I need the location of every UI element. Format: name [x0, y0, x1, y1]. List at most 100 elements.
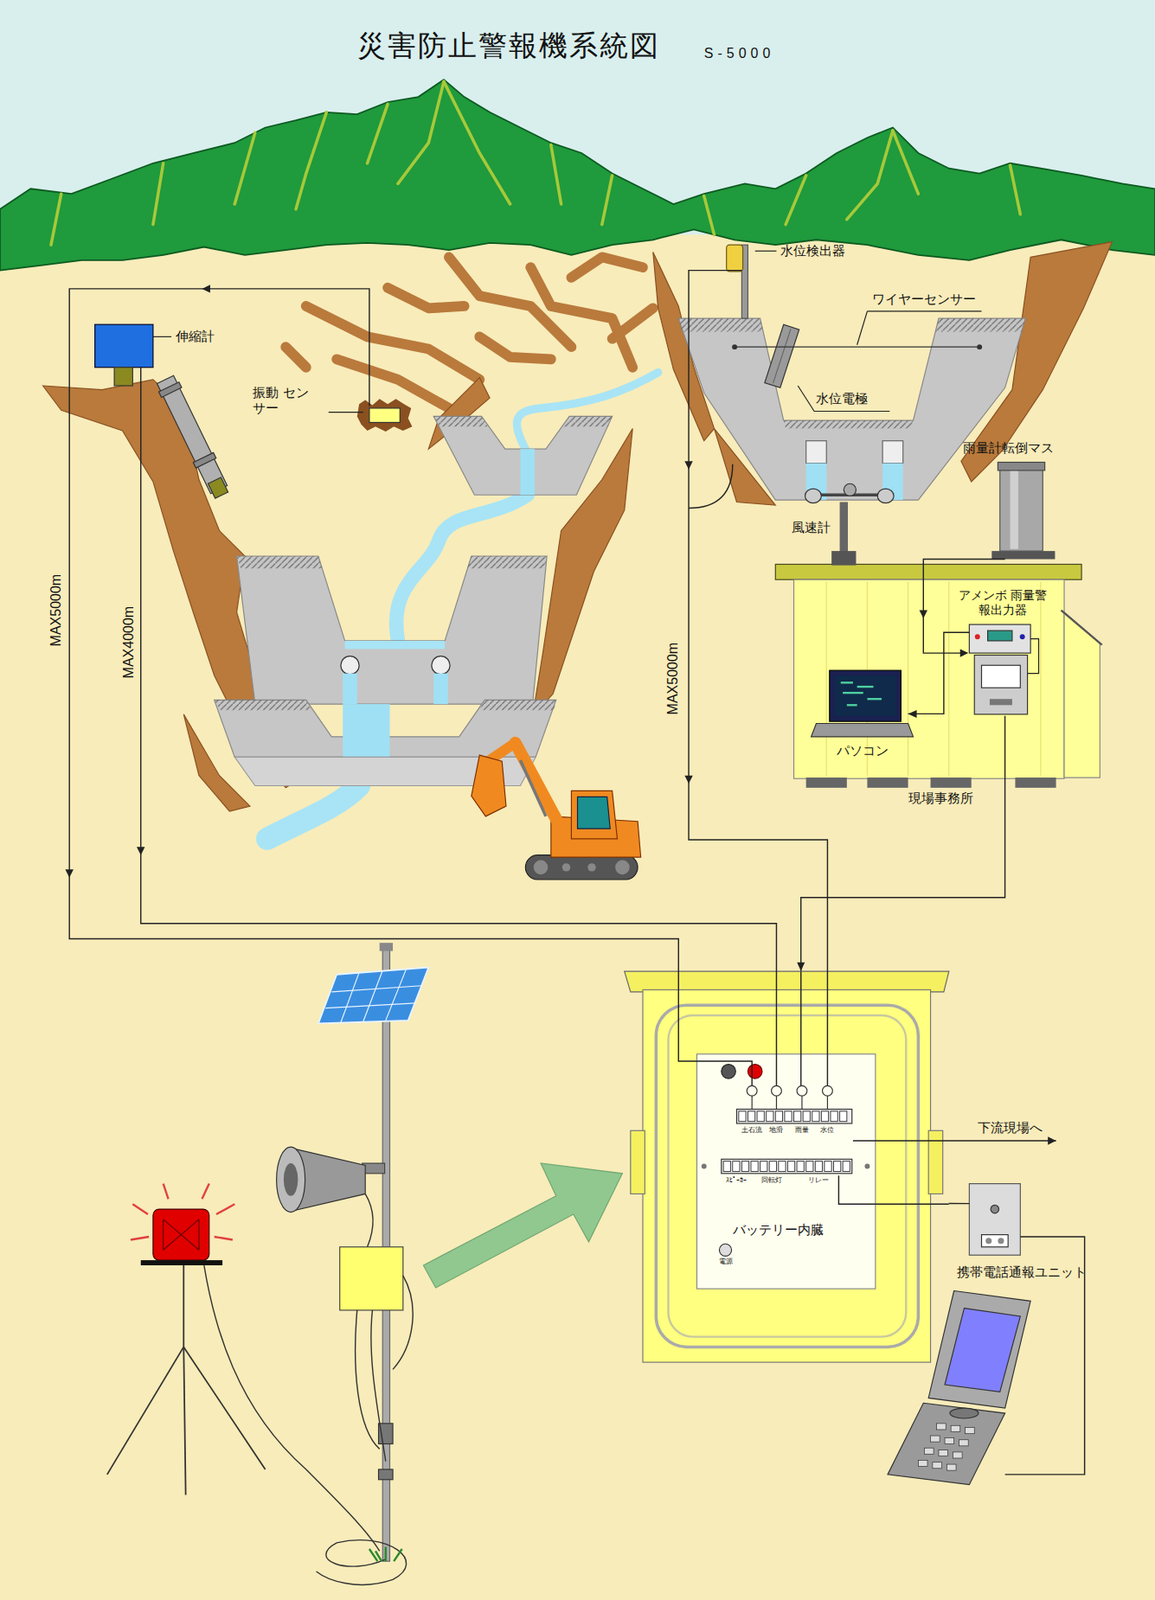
- control-box: [821, 1111, 828, 1123]
- mobile-phone: [887, 1403, 1006, 1485]
- main-check-dam: [214, 699, 312, 711]
- control-box: [796, 1085, 808, 1097]
- extensometer: [207, 477, 228, 499]
- main-check-dam: [342, 673, 358, 705]
- anemometer: [831, 551, 856, 566]
- rain-alarm-device-picture: [981, 665, 1021, 688]
- control-box: [696, 1054, 875, 1290]
- part-name: 水位電極: [815, 391, 868, 407]
- mountains: [51, 193, 62, 245]
- control-box: [746, 1085, 758, 1097]
- field-office: 現場事務所アメンボ 雨量警報出力器パソコン: [775, 564, 1100, 781]
- laptop-picture: [866, 698, 882, 700]
- wire-sensor-dam: [935, 318, 1026, 332]
- mobile-phone: [936, 1424, 947, 1431]
- leader-lines: [755, 250, 777, 252]
- main-check-dam: [431, 656, 450, 675]
- mobile-phone: [938, 1450, 949, 1457]
- rain-alarm-unit: アメンボ 雨量警報出力器: [968, 624, 1031, 717]
- mountains: [602, 175, 613, 225]
- main-check-dam: [479, 699, 556, 711]
- control-box: [840, 1111, 847, 1123]
- control-box: [822, 1085, 834, 1097]
- control-box: [787, 1161, 795, 1173]
- mobile-phone: [944, 1437, 955, 1444]
- vibration-sensor: [357, 398, 413, 432]
- phone-unit-picture: [981, 1235, 1009, 1248]
- sky-and-ground: [0, 0, 1155, 276]
- phone-alert-unit: 携帯電話通報ユニット: [968, 1183, 1021, 1256]
- part-name: 伸縮計: [175, 328, 215, 345]
- rain-gauge: [1010, 469, 1019, 550]
- control-box: [778, 1161, 786, 1173]
- diagram-title: 災害防止警報機系統図: [357, 28, 661, 64]
- rotating-lamp: [202, 1184, 210, 1200]
- laptop-picture: [811, 724, 914, 738]
- office-name: 現場事務所: [908, 790, 974, 807]
- field-office-building: [775, 564, 1082, 580]
- control-box: [736, 1109, 852, 1124]
- solar-siren-pole: [393, 1549, 402, 1562]
- wire-sensor: [976, 344, 982, 350]
- solar-siren-pole: [325, 1003, 416, 1009]
- control-box: [721, 1159, 853, 1175]
- excavator: [615, 860, 630, 876]
- field-office-building: [806, 777, 847, 789]
- mobile-phone: [917, 1424, 975, 1471]
- control-box: [746, 1085, 833, 1110]
- field-office-building: [930, 777, 972, 789]
- solar-siren-pole: [318, 967, 429, 1024]
- laptop-picture: [829, 670, 902, 722]
- terminal-name: 土石流: [741, 1126, 763, 1136]
- control-box: [794, 1111, 802, 1123]
- main-check-dam: [345, 641, 446, 649]
- eroded-slopes: [571, 256, 643, 278]
- anemometer: [843, 483, 856, 496]
- wire-arrowheads: [1047, 1136, 1056, 1145]
- water-level-electrode: [773, 328, 791, 384]
- wire-sensor: [734, 346, 980, 347]
- wire-arrowheads: [136, 847, 145, 855]
- connector-wire: [908, 632, 970, 719]
- upper-check-dam: [433, 416, 612, 495]
- rain-alarm-device-picture: [1027, 639, 1040, 674]
- solar-siren-pole: [363, 970, 383, 1022]
- excavator: [471, 755, 507, 817]
- solar-siren-pole: [385, 1547, 387, 1563]
- rotating-lamp: [214, 1237, 233, 1241]
- field-office-building: [1014, 777, 1056, 789]
- terminal-name: 水位: [820, 1126, 835, 1136]
- solar-siren-pole: [325, 969, 422, 1023]
- solar-siren-pole: [316, 1540, 407, 1586]
- mountains: [443, 81, 511, 205]
- extensometer: [95, 324, 154, 368]
- terminal-name: リレー: [808, 1176, 829, 1186]
- rotating-lamp: [107, 1265, 266, 1496]
- connector-line: [908, 632, 970, 714]
- signal-wires: [69, 288, 752, 1086]
- distance-label: MAX5000m: [665, 642, 682, 716]
- wire-sensor-dam: [678, 318, 1026, 501]
- arrow-head: [908, 710, 918, 719]
- wire-sensor-dam: [678, 318, 1026, 501]
- anemometer: [877, 488, 894, 504]
- connector-line: [949, 1203, 970, 1206]
- rain-alarm-device-picture: [1020, 634, 1026, 640]
- solar-siren-pole: [340, 972, 360, 1023]
- wire-arrowheads: [960, 648, 969, 657]
- switch-name: 電源: [718, 1257, 733, 1267]
- control-box: [769, 1161, 777, 1173]
- mountains: [51, 81, 1021, 245]
- wire-sensor-dam: [678, 318, 764, 332]
- control-box: [655, 1005, 918, 1348]
- signal-wires: [838, 1175, 949, 1205]
- solar-siren-pole: [283, 1163, 299, 1197]
- part-name: ワイヤーセンサー: [872, 291, 976, 308]
- part-name: 水位検出器: [780, 243, 846, 259]
- excavator: [562, 863, 571, 872]
- vibration-sensor: [357, 398, 413, 432]
- excavator: [587, 863, 596, 872]
- control-box: [723, 1161, 731, 1173]
- rain-alarm-device-picture: [968, 624, 1031, 654]
